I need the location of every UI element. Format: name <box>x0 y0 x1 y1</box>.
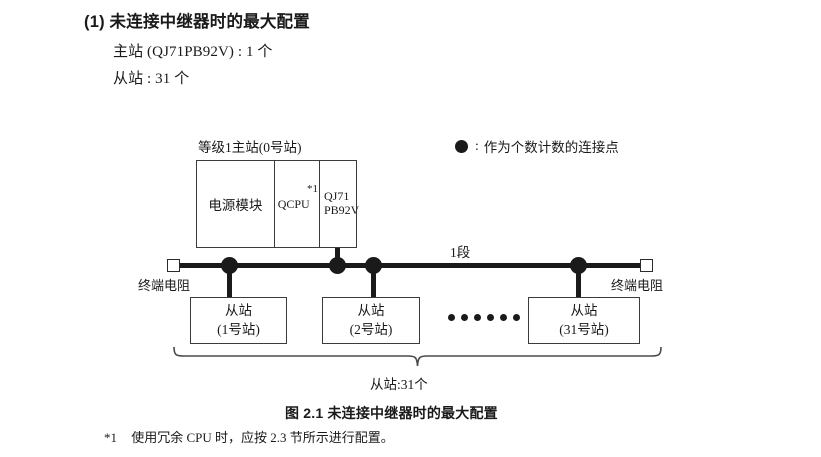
module-cell-qcpu: QCPU *1 <box>275 161 320 247</box>
master-station-label: 等级1主站(0号站) <box>198 140 302 155</box>
slave-station-title: 从站 <box>570 303 598 319</box>
module-cell-power-supply: 电源模块 <box>197 161 275 247</box>
module-cell-power-supply-label: 电源模块 <box>208 198 263 213</box>
slave-drop-lead <box>371 268 376 298</box>
legend-label: 作为个数计数的连接点 <box>483 140 619 155</box>
footnote: *1 使用冗余 CPU 时，应按 2.3 节所示进行配置。 <box>104 427 394 446</box>
module-cell-network-unit: QJ71 PB92V <box>320 161 360 247</box>
slave-group-count-label: 从站:31个 <box>370 377 428 392</box>
section-heading: (1) 未连接中继器时的最大配置 <box>84 13 310 31</box>
legend: : 作为个数计数的连接点 <box>455 136 619 156</box>
brace-icon <box>173 346 662 367</box>
legend-colon: : <box>475 138 479 153</box>
slave-station-box: 从站 (1号站) <box>190 297 287 344</box>
slave-station-number: (2号站) <box>349 321 393 337</box>
figure-caption: 图 2.1 未连接中继器时的最大配置 <box>285 405 498 421</box>
module-cell-qcpu-label: QCPU <box>277 196 310 211</box>
terminating-resistor-left-label: 终端电阻 <box>138 278 191 293</box>
footnote-marker: *1 <box>104 430 117 445</box>
spec-line-slave-station: 从站 : 31 个 <box>113 71 190 87</box>
bus-trunk-line <box>178 263 643 268</box>
slave-station-box: 从站 (31号站) <box>528 297 640 344</box>
module-cell-network-unit-line1: QJ71 <box>324 189 350 204</box>
spec-line-master-station: 主站 (QJ71PB92V) : 1 个 <box>113 44 273 60</box>
slave-station-number: (1号站) <box>217 321 260 337</box>
connection-point-dot <box>365 257 382 274</box>
slave-drop-lead <box>227 268 232 298</box>
terminating-resistor-right-label: 终端电阻 <box>611 278 664 293</box>
slave-station-title: 从站 <box>357 303 385 319</box>
footnote-text: 使用冗余 CPU 时，应按 2.3 节所示进行配置。 <box>131 430 394 445</box>
connection-point-dot <box>221 257 238 274</box>
slave-station-title: 从站 <box>225 303 252 319</box>
terminating-resistor-left-icon <box>167 259 180 272</box>
bus-segment-label: 1段 <box>450 245 471 260</box>
terminating-resistor-right-icon <box>640 259 653 272</box>
module-cell-network-unit-line2: PB92V <box>324 203 360 217</box>
slave-station-box: 从站 (2号站) <box>322 297 420 344</box>
connection-point-dot <box>329 257 346 274</box>
slave-station-number: (31号站) <box>559 321 609 337</box>
slave-group-brace <box>170 346 665 377</box>
master-station-module: 电源模块 QCPU *1 QJ71 PB92V <box>196 160 360 248</box>
connection-point-dot <box>570 257 587 274</box>
ellipsis-dots-icon <box>448 314 520 321</box>
filled-circle-icon <box>455 139 468 153</box>
slave-drop-lead <box>576 268 581 298</box>
qcpu-footnote-marker: *1 <box>307 183 318 195</box>
